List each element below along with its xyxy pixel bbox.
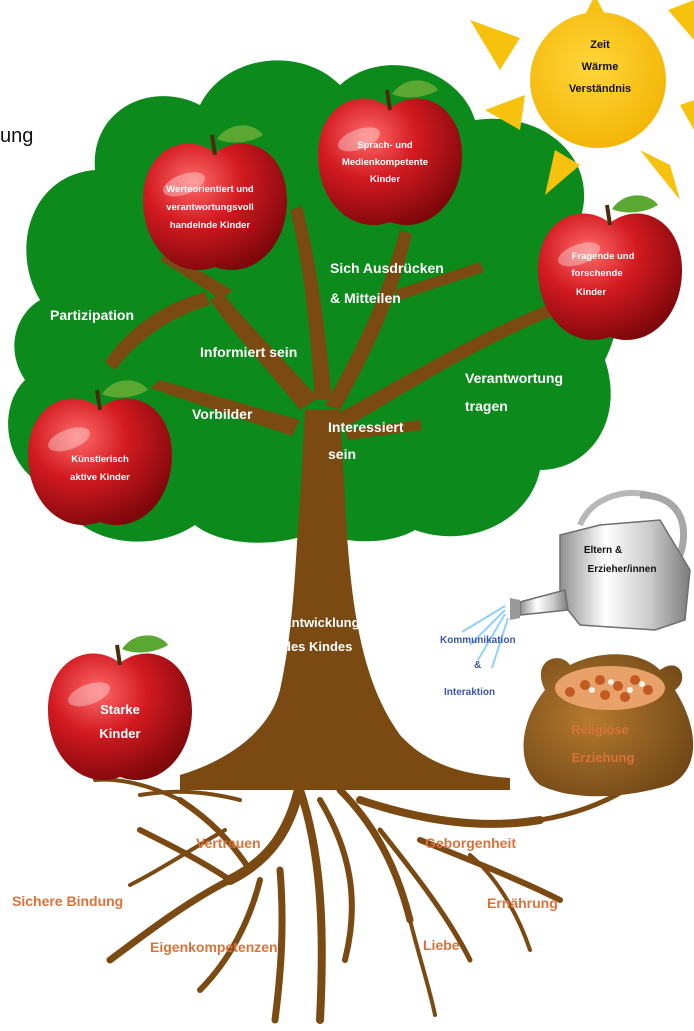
apple-werte-line2: verantwortungsvoll [166,202,254,213]
sack-text-1: Religiöse [571,722,629,737]
sun-text-verstaendnis: Verständnis [569,83,631,95]
apple-stark-line1: Starke [100,702,140,717]
apple-sprach-line3: Kinder [370,174,400,185]
label-entwicklung-1: Entwicklung [283,615,360,630]
cut-off-text: ung [0,125,34,147]
root-vertrauen: Vertrauen [196,835,261,851]
watering-can [461,490,691,669]
apple-sprach-line1: Sprach- und [357,140,413,151]
seed-sack [523,654,694,797]
tree-trunk [105,206,565,790]
apple-sprach-line2: Medienkompetente [342,157,428,168]
root-eigenkompetenzen: Eigenkompetenzen [150,939,278,955]
label-sich-ausdruecken-1: Sich Ausdrücken [330,260,444,276]
apple-kuenstler-line1: Künstlerisch [71,454,129,465]
label-verantwortung-1: Verantwortung [465,370,563,386]
label-vorbilder: Vorbilder [192,406,253,422]
water-text-3: Interaktion [444,687,495,698]
root-ernaehrung: Ernährung [487,895,558,911]
apple-stark-line2: Kinder [99,726,140,741]
water-text-1: Kommunikation [440,635,516,646]
apple-fragend-line1: Fragende und [572,251,635,262]
tree-roots [93,777,628,1024]
can-text-2: Erzieher/innen [588,564,657,575]
sack-text-2: Erziehung [572,750,635,765]
label-interessiert-2: sein [328,446,356,462]
sun-text: Zeit Wärme Verständnis [569,39,631,95]
label-entwicklung-2: des Kindes [283,639,352,654]
apple-werte-line1: Werteorientiert und [166,184,254,195]
apple-kuenstler-line2: aktive Kinder [70,472,130,483]
sun-text-zeit: Zeit [590,39,610,51]
sun-text-waerme: Wärme [582,61,619,73]
apple-werte-line3: handelnde Kinder [170,220,251,231]
root-liebe: Liebe [423,937,460,953]
can-text-1: Eltern & [584,545,622,556]
label-partizipation: Partizipation [50,307,134,323]
label-verantwortung-2: tragen [465,398,508,414]
apple-fragend-line3: Kinder [576,287,606,298]
apple-fragend-line2: forschende [571,268,622,279]
root-sichere-bindung: Sichere Bindung [12,893,123,909]
label-interessiert-1: Interessiert [328,419,404,435]
sun [470,0,694,200]
label-informiert: Informiert sein [200,344,297,360]
root-geborgenheit: Geborgenheit [425,835,516,851]
label-sich-ausdruecken-2: & Mitteilen [330,290,401,306]
water-text-2: & [474,660,481,671]
